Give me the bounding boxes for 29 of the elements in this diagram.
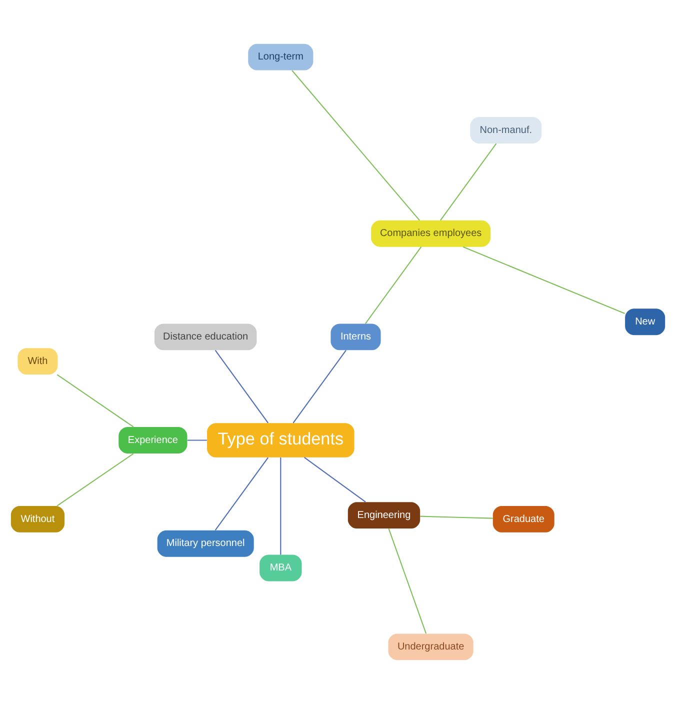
node-box: Without <box>10 505 65 532</box>
node-box: With <box>18 348 58 374</box>
node-box: New <box>625 308 666 335</box>
node-box: Companies employees <box>371 220 490 246</box>
node-box: Non-manuf. <box>470 116 542 143</box>
connector <box>56 452 134 506</box>
node-box: Graduate <box>492 505 554 532</box>
connector <box>364 246 422 324</box>
node-box: Interns <box>330 323 381 350</box>
node-box: Military personnel <box>157 530 254 556</box>
node-box: Type of students <box>207 422 354 457</box>
connector <box>462 246 625 314</box>
node-box: Experience <box>118 426 188 453</box>
connector <box>214 456 269 530</box>
connector <box>388 528 427 634</box>
connector <box>304 456 366 502</box>
connector <box>187 439 207 440</box>
node-box: Distance education <box>154 323 257 350</box>
connector <box>56 374 134 427</box>
connector <box>214 350 269 423</box>
node-box: MBA <box>260 554 302 581</box>
connector <box>292 350 346 423</box>
node-box: Long-term <box>248 43 314 70</box>
connector <box>280 456 282 554</box>
node-box: Engineering <box>348 502 420 528</box>
node-box: Undergraduate <box>388 633 474 660</box>
connector <box>440 142 497 220</box>
connector <box>420 515 493 518</box>
connector <box>292 70 420 220</box>
